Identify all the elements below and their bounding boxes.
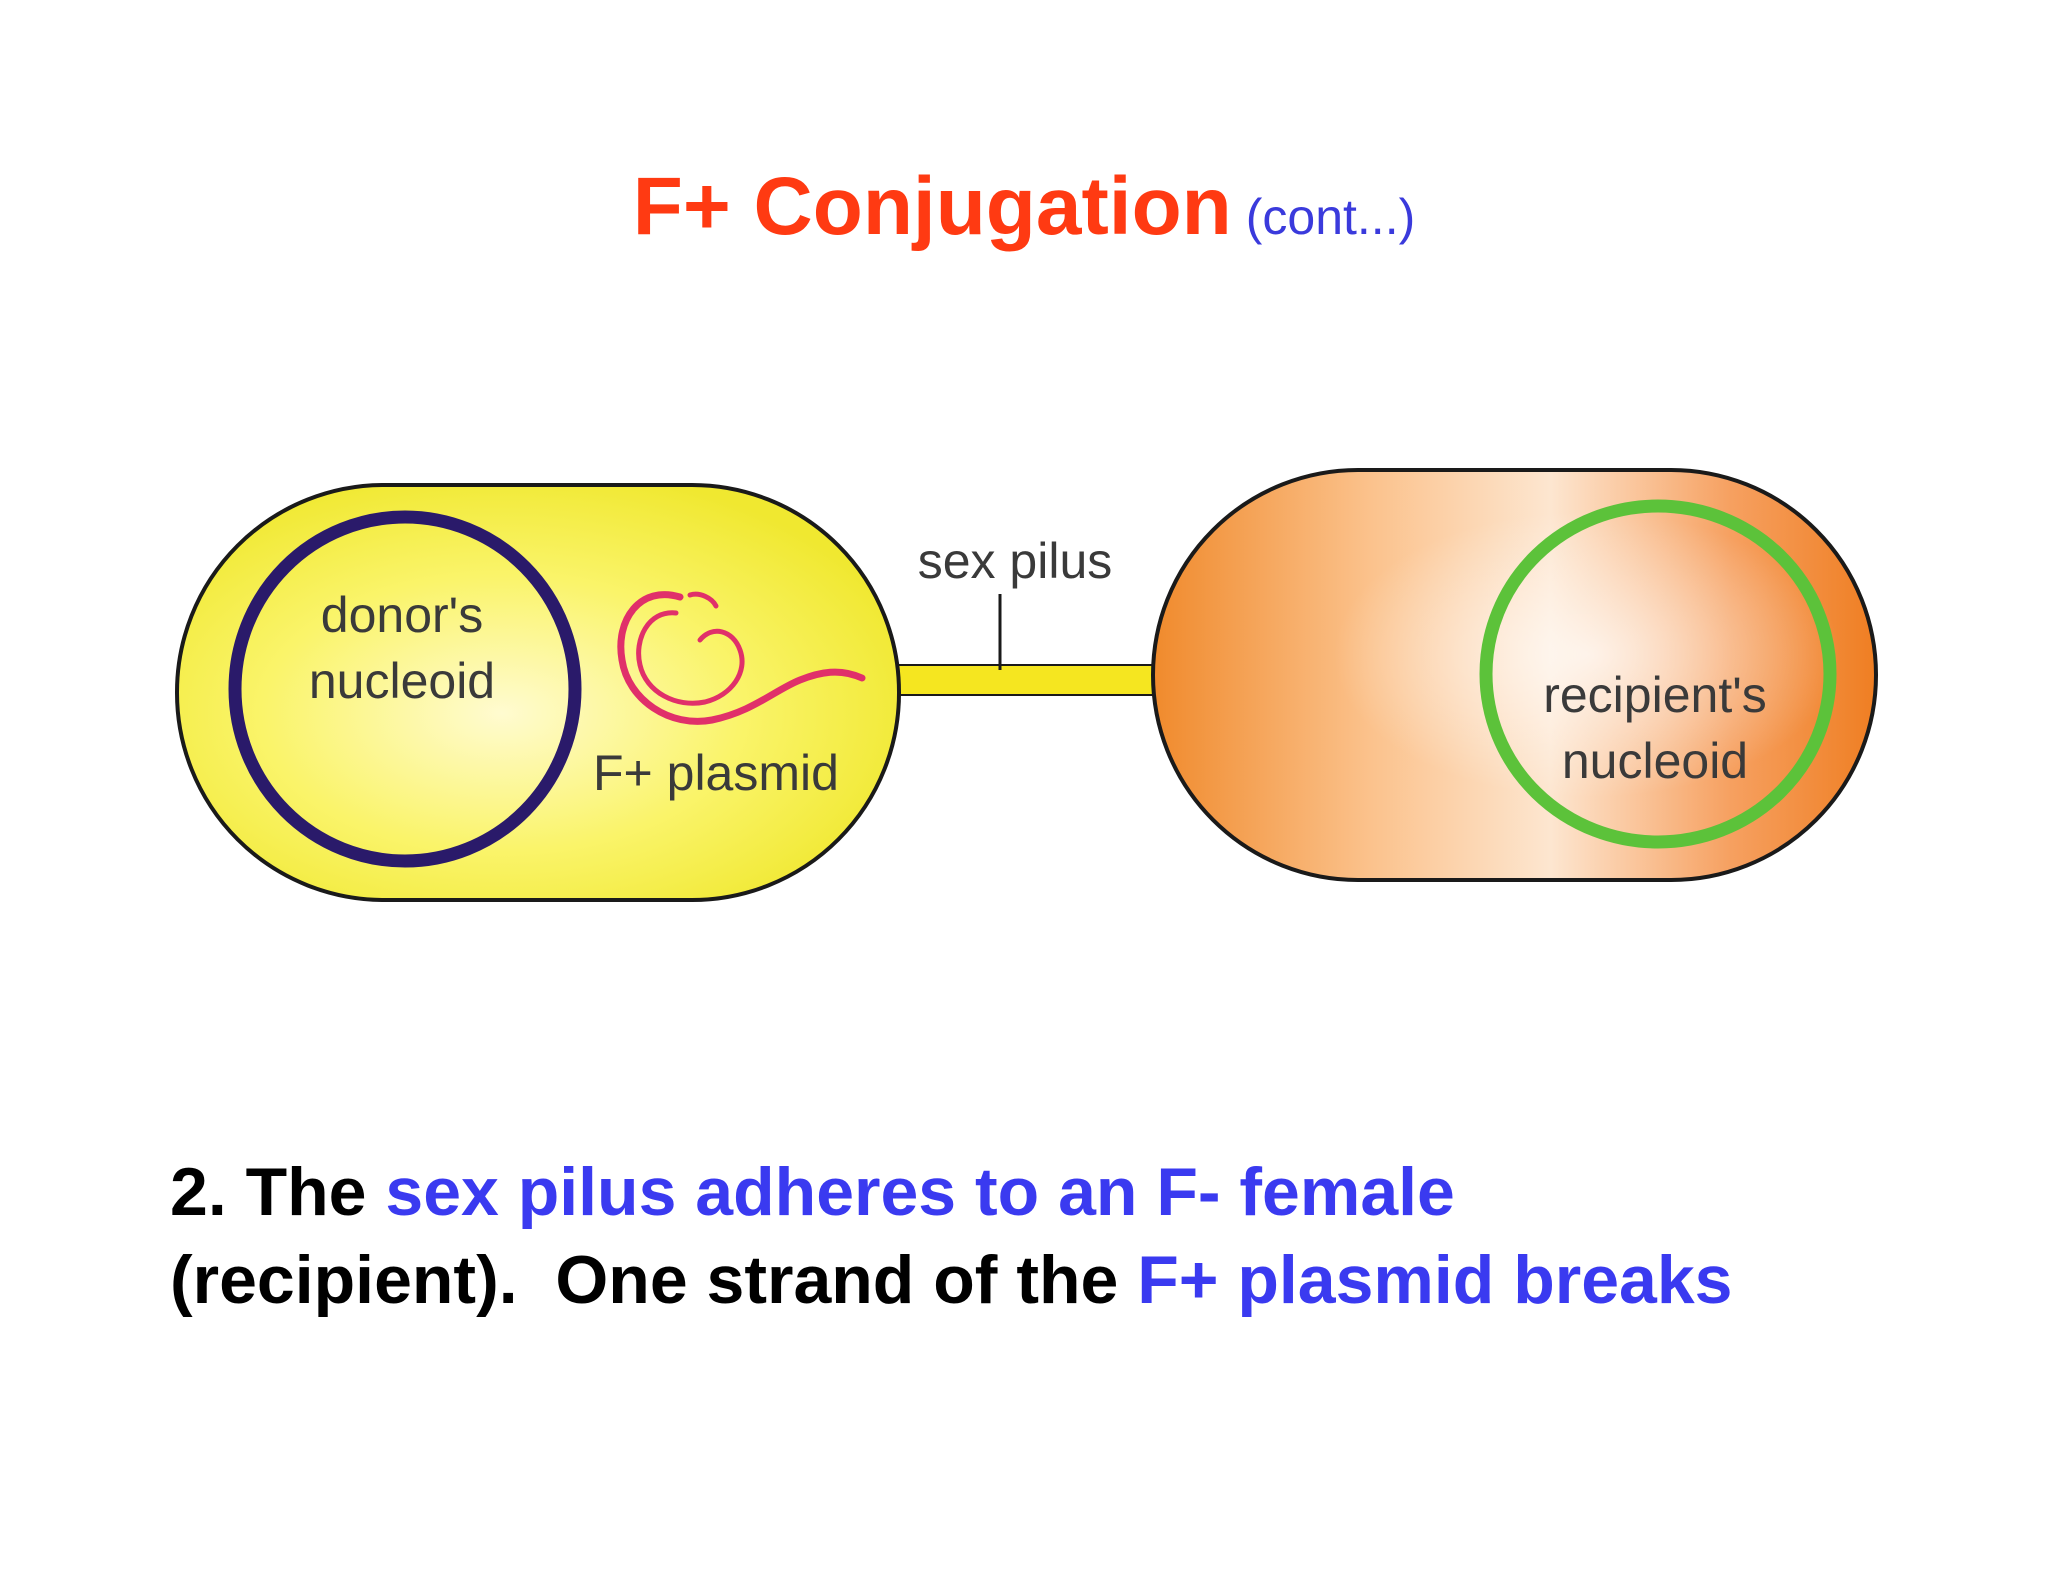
caption-line-2-highlight: F+ plasmid breaks: [1137, 1242, 1733, 1318]
donor-nucleoid-label-line1: donor's: [321, 587, 483, 643]
caption-line-2-text: (recipient). One strand of the: [170, 1242, 1138, 1318]
recipient-nucleoid-label-line2: nucleoid: [1562, 733, 1748, 789]
caption-line-1-text: 2. The: [170, 1154, 386, 1230]
recipient-nucleoid-label-line1: recipient's: [1543, 667, 1767, 723]
title-main: F+ Conjugation: [632, 161, 1232, 252]
pilus-label: sex pilus: [918, 533, 1113, 589]
recipient-cell-highlight: [1153, 470, 1876, 880]
caption-line-1-highlight: sex pilus adheres to an F- female: [385, 1154, 1455, 1230]
donor-cell: [175, 483, 901, 902]
slide-title: F+ Conjugation(cont...): [0, 160, 2048, 254]
slide-caption: 2. The sex pilus adheres to an F- female…: [170, 1148, 1990, 1324]
donor-nucleoid: [228, 510, 582, 868]
plasmid-label: F+ plasmid: [593, 745, 839, 801]
f-plus-plasmid: [617, 591, 866, 725]
title-subtitle: (cont...): [1245, 189, 1416, 245]
caption-line-2: (recipient). One strand of the F+ plasmi…: [170, 1236, 1990, 1324]
caption-line-1: 2. The sex pilus adheres to an F- female: [170, 1148, 1990, 1236]
sex-pilus: [889, 664, 1176, 696]
donor-nucleoid-label-line2: nucleoid: [309, 653, 495, 709]
recipient-nucleoid: [1479, 499, 1837, 849]
